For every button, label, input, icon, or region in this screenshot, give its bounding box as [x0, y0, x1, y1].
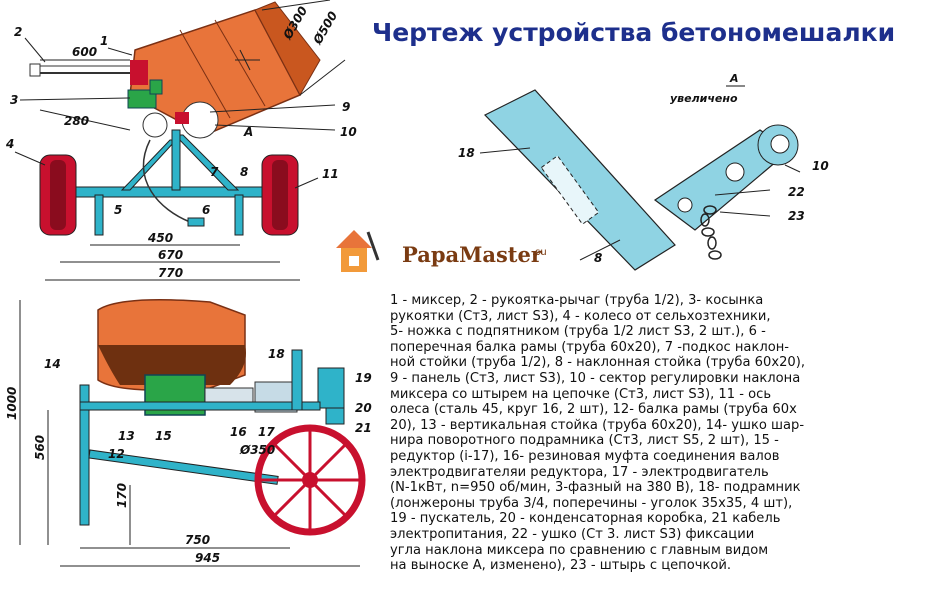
legend-line: ной стойки (труба 1/2), 8 - наклонная ст… — [390, 355, 806, 371]
dim-560: 560 — [33, 435, 47, 460]
papamaster-logo: PapaMaster .su — [336, 230, 547, 272]
legend-line: поперечная балка рамы (труба 60х20), 7 -… — [390, 339, 790, 355]
legend-line: 1 - миксер, 2 - рукоятка-рычаг (труба 1/… — [390, 293, 764, 308]
part-label-8: 8 — [240, 165, 248, 179]
part-label-3: 3 — [10, 93, 18, 107]
legend-line: миксера со штырем на цепочке (Ст3, лист … — [390, 386, 772, 402]
gearbox — [127, 89, 157, 109]
legend-line: на выноске А, изменено), 23 - штырь с це… — [390, 558, 732, 574]
side-view-drawing: 1000 560 170 750 945 Ø350 12 13 14 15 16… — [5, 299, 372, 567]
dim-750: 750 — [185, 533, 210, 547]
detail-caption-text: увеличено — [670, 92, 738, 105]
dim-1000: 1000 — [5, 387, 19, 420]
detail-label-10: 10 — [812, 159, 829, 173]
detail-caption-letter: A — [729, 72, 739, 85]
detail-label-18: 18 — [458, 146, 475, 160]
part-label-13: 13 — [118, 429, 135, 443]
legend-line: (лонжероны труба 3/4, поперечины - уголо… — [390, 495, 793, 511]
handle-lever — [29, 63, 135, 77]
dim-770: 770 — [158, 266, 183, 280]
detail-label-23: 23 — [788, 209, 805, 223]
dim-450: 450 — [147, 231, 173, 245]
logo-suffix: .su — [532, 247, 547, 258]
frame — [44, 129, 276, 236]
wheel-side — [254, 424, 366, 536]
parts-legend: 1 - миксер, 2 - рукоятка-рычаг (труба 1/… — [390, 293, 942, 574]
detail-label-22: 22 — [788, 185, 805, 199]
part-label-17: 17 — [258, 425, 275, 439]
legend-line: нира поворотного подрамника (Ст3, лист S… — [390, 433, 779, 449]
mixer-drum — [129, 1, 321, 136]
detail-a-drawing: A увеличено 18 8 10 22 23 — [458, 72, 829, 271]
legend-line: рукоятки (Ст3, лист S3), 4 - колесо от с… — [390, 308, 771, 324]
legend-line: олеса (сталь 45, круг 16, 2 шт), 12- бал… — [390, 402, 797, 418]
dim-d350: Ø350 — [239, 443, 275, 457]
part-label-21: 21 — [355, 421, 372, 435]
part-label-10: 10 — [340, 125, 357, 139]
legend-line: (N-1кВт, n=950 об/мин, 3-фазный на 380 В… — [390, 480, 801, 496]
dim-280: 280 — [64, 114, 89, 128]
part-label-15: 15 — [155, 429, 172, 443]
dim-670: 670 — [158, 248, 183, 262]
part-label-5: 5 — [114, 203, 122, 217]
dim-945: 945 — [195, 551, 220, 565]
top-view-drawing: 600 280 450 670 770 Ø300 Ø500 1 2 3 4 5 … — [5, 0, 357, 281]
part-label-12: 12 — [108, 447, 125, 461]
legend-line: электропитания, 22 - ушко (Ст 3. лист S3… — [390, 526, 755, 542]
part-label-20: 20 — [355, 401, 372, 415]
part-label-2: 2 — [14, 25, 22, 39]
part-label-6: 6 — [202, 203, 210, 217]
legend-line: 19 - пускатель, 20 - конденсаторная коро… — [390, 511, 781, 527]
legend-line: электродвигателяи редуктора, 17 - электр… — [390, 464, 769, 480]
mixer-drum-side — [97, 299, 246, 391]
part-label-18-side: 18 — [268, 347, 285, 361]
wheel-right — [261, 154, 299, 236]
wheel-left — [39, 154, 77, 236]
detail-label-8: 8 — [594, 251, 602, 265]
legend-line: 5- ножка с подпятником (труба 1/2 лист S… — [390, 324, 766, 340]
legend-line: 9 - панель (Ст3, лист S3), 10 - сектор р… — [390, 370, 801, 386]
part-label-9: 9 — [342, 100, 350, 114]
part-label-7: 7 — [210, 165, 219, 179]
part-label-4: 4 — [5, 137, 14, 151]
part-label-19: 19 — [355, 371, 372, 385]
legend-line: 20), 13 - вертикальная стойка (труба 60х… — [390, 417, 805, 433]
dim-d500: Ø500 — [310, 9, 340, 47]
part-label-16: 16 — [230, 425, 247, 439]
part-label-a: A — [243, 125, 253, 139]
part-label-14: 14 — [44, 357, 61, 371]
legend-line: угла наклона миксера по сравнению с глав… — [390, 542, 769, 558]
part-label-11: 11 — [322, 167, 339, 181]
legend-line: редуктор (i-17), 16- резиновая муфта сое… — [390, 448, 780, 464]
part-label-1: 1 — [100, 34, 108, 48]
logo-brand: PapaMaster — [402, 242, 543, 267]
dim-170: 170 — [115, 483, 129, 508]
dim-600: 600 — [72, 45, 97, 59]
page-title: Чертеж устройства бетономешалки — [372, 18, 896, 47]
